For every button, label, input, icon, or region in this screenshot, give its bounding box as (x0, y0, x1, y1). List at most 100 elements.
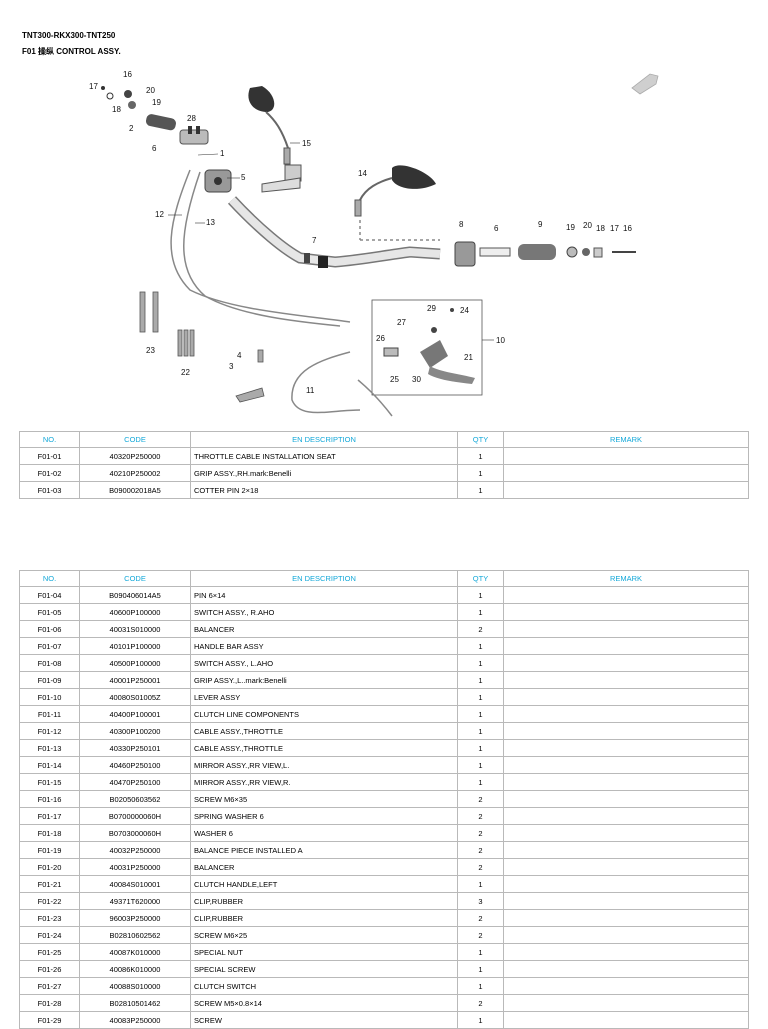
part-remark-cell (503, 892, 749, 910)
part-qty-cell: 1 (457, 688, 504, 706)
part-remark-cell (503, 994, 749, 1012)
callout-label: 7 (312, 236, 317, 245)
part-number-cell: F01-12 (19, 722, 80, 740)
part-code-cell: 40300P100200 (79, 722, 191, 740)
part-qty-cell: 2 (457, 620, 504, 638)
part-number-cell: F01-19 (19, 841, 80, 859)
part-remark-cell (503, 722, 749, 740)
header-no: NO. (19, 570, 80, 587)
part-number-cell: F01-23 (19, 909, 80, 927)
part-description-cell: CLUTCH HANDLE,LEFT (190, 875, 458, 893)
part-description-cell: SCREW M5×0.8×14 (190, 994, 458, 1012)
part-number-cell: F01-18 (19, 824, 80, 842)
part-qty-cell: 1 (457, 960, 504, 978)
callout-label: 17 (610, 224, 619, 233)
part-qty-cell: 1 (457, 739, 504, 757)
part-remark-cell (503, 637, 749, 655)
part-description-cell: SWITCH ASSY., L.AHO (190, 654, 458, 672)
part-remark-cell (503, 807, 749, 825)
part-description-cell: CABLE ASSY.,THROTTLE (190, 739, 458, 757)
callout-label: 6 (152, 144, 157, 153)
part-number-cell: F01-21 (19, 875, 80, 893)
part-description-cell: CLIP,RUBBER (190, 909, 458, 927)
mirror-right-drawing (248, 86, 302, 193)
callout-label: 26 (376, 334, 385, 343)
part-number-cell: F01-09 (19, 671, 80, 689)
part-code-cell: 40084S010001 (79, 875, 191, 893)
part-qty-cell: 2 (457, 841, 504, 859)
part-description-cell: SPECIAL NUT (190, 943, 458, 961)
table-header-row: NO. CODE EN DESCRIPTION QTY REMARK (19, 570, 749, 587)
callout-label: 5 (241, 173, 246, 182)
part-number-cell: F01-11 (19, 705, 80, 723)
part-qty-cell: 2 (457, 909, 504, 927)
part-code-cell: 40087K010000 (79, 943, 191, 961)
callout-label: 1 (220, 149, 225, 158)
part-qty-cell: 2 (457, 790, 504, 808)
part-qty-cell: 1 (457, 943, 504, 961)
callout-label: 16 (623, 224, 632, 233)
part-code-cell: 96003P250000 (79, 909, 191, 927)
part-code-cell: 40101P100000 (79, 637, 191, 655)
part-code-cell: 40080S01005Z (79, 688, 191, 706)
document-header: TNT300-RKX300-TNT250 F01 操纵 CONTROL ASSY… (22, 28, 121, 60)
callout-label: 15 (302, 139, 311, 148)
part-remark-cell (503, 773, 749, 791)
part-remark-cell (503, 654, 749, 672)
header-qty: QTY (457, 570, 504, 587)
part-remark-cell (503, 977, 749, 995)
part-description-cell: SCREW M6×25 (190, 926, 458, 944)
part-remark-cell (503, 943, 749, 961)
part-number-cell: F01-28 (19, 994, 80, 1012)
header-qty: QTY (457, 431, 504, 448)
left-grip-assembly-drawing (101, 86, 232, 193)
part-description-cell: SWITCH ASSY., R.AHO (190, 603, 458, 621)
part-number-cell: F01-16 (19, 790, 80, 808)
callout-label: 24 (460, 306, 469, 315)
callout-label: 4 (237, 351, 242, 360)
part-number-cell: F01-20 (19, 858, 80, 876)
part-remark-cell (503, 909, 749, 927)
part-code-cell: 49371T620000 (79, 892, 191, 910)
part-code-cell: 40031S010000 (79, 620, 191, 638)
header-remark: REMARK (503, 570, 749, 587)
mirror-left-drawing (354, 165, 436, 217)
part-remark-cell (503, 756, 749, 774)
part-description-cell: MIRROR ASSY.,RR VIEW,R. (190, 773, 458, 791)
part-description-cell: MIRROR ASSY.,RR VIEW,L. (190, 756, 458, 774)
part-remark-cell (503, 688, 749, 706)
part-description-cell: GRIP ASSY.,L..mark:Benelli (190, 671, 458, 689)
part-remark-cell (503, 620, 749, 638)
callout-label: 8 (459, 220, 464, 229)
part-number-cell: F01-14 (19, 756, 80, 774)
part-description-cell: BALANCE PIECE INSTALLED A (190, 841, 458, 859)
callout-labels: 16 17 20 19 18 2 28 6 1 5 15 14 12 13 7 … (89, 70, 632, 395)
part-code-cell: B0700000060H (79, 807, 191, 825)
part-code-cell: B090406014A5 (79, 586, 191, 604)
callout-label: 20 (146, 86, 155, 95)
part-code-cell: 40083P250000 (79, 1011, 191, 1029)
callout-label: 29 (427, 304, 436, 313)
part-code-cell: B0703000060H (79, 824, 191, 842)
part-number-cell: F01-05 (19, 603, 80, 621)
callout-label: 13 (206, 218, 215, 227)
header-description: EN DESCRIPTION (190, 431, 458, 448)
part-remark-cell (503, 481, 749, 499)
part-remark-cell (503, 603, 749, 621)
page-arrow-icon (631, 73, 659, 95)
part-remark-cell (503, 824, 749, 842)
part-number-cell: F01-26 (19, 960, 80, 978)
part-number-cell: F01-08 (19, 654, 80, 672)
part-description-cell: GRIP ASSY.,RH.mark:Benelli (190, 464, 458, 482)
